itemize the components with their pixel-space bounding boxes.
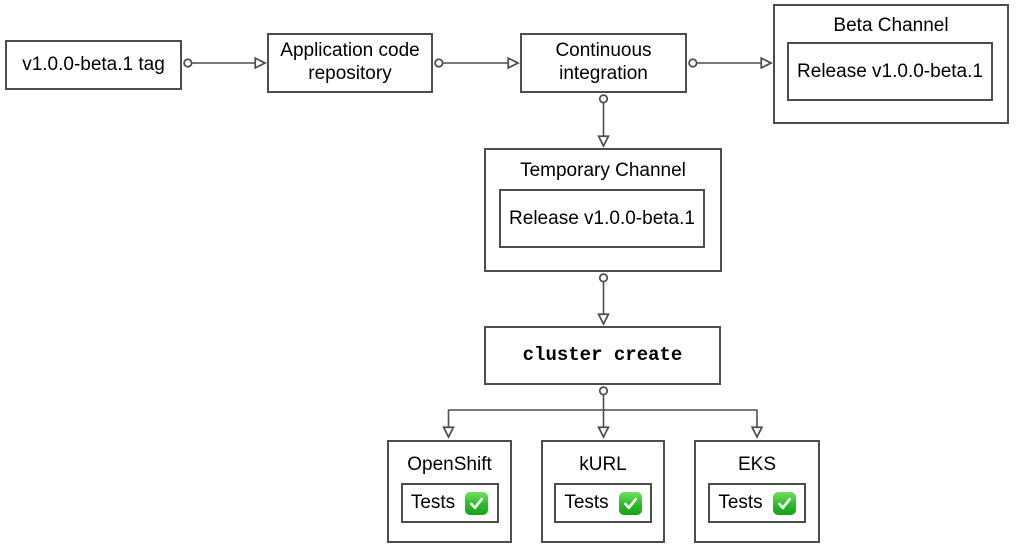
node-application-code-repository: Application code repository	[267, 33, 433, 93]
node-version-tag: v1.0.0-beta.1 tag	[5, 40, 182, 90]
temporary-channel-title: Temporary Channel	[520, 160, 686, 181]
temporary-channel-release: Release v1.0.0-beta.1	[499, 189, 705, 248]
tests-label: Tests	[564, 492, 609, 513]
node-kurl: kURL Tests	[541, 440, 665, 543]
beta-channel-title: Beta Channel	[833, 15, 949, 36]
node-temporary-channel: Temporary Channel Release v1.0.0-beta.1	[484, 148, 722, 272]
beta-channel-release: Release v1.0.0-beta.1	[787, 42, 993, 101]
kurl-tests-box: Tests	[554, 483, 652, 523]
node-beta-channel: Beta Channel Release v1.0.0-beta.1	[773, 4, 1009, 124]
eks-tests-box: Tests	[708, 483, 806, 523]
connector-cluster-create-to-openshift	[449, 409, 604, 437]
node-openshift: OpenShift Tests	[387, 440, 512, 543]
openshift-tests-box: Tests	[400, 483, 499, 523]
node-eks: EKS Tests	[694, 440, 820, 543]
check-mark-icon	[465, 491, 489, 515]
check-mark-icon	[618, 491, 642, 515]
tests-label: Tests	[718, 492, 763, 513]
check-mark-icon	[772, 491, 796, 515]
openshift-title: OpenShift	[407, 454, 492, 475]
connector-cluster-create-to-eks	[603, 409, 758, 437]
eks-title: EKS	[737, 454, 777, 475]
tests-label: Tests	[410, 492, 456, 513]
node-continuous-integration: Continuous integration	[520, 33, 687, 93]
kurl-title: kURL	[579, 454, 627, 475]
node-cluster-create: cluster create	[484, 326, 721, 385]
